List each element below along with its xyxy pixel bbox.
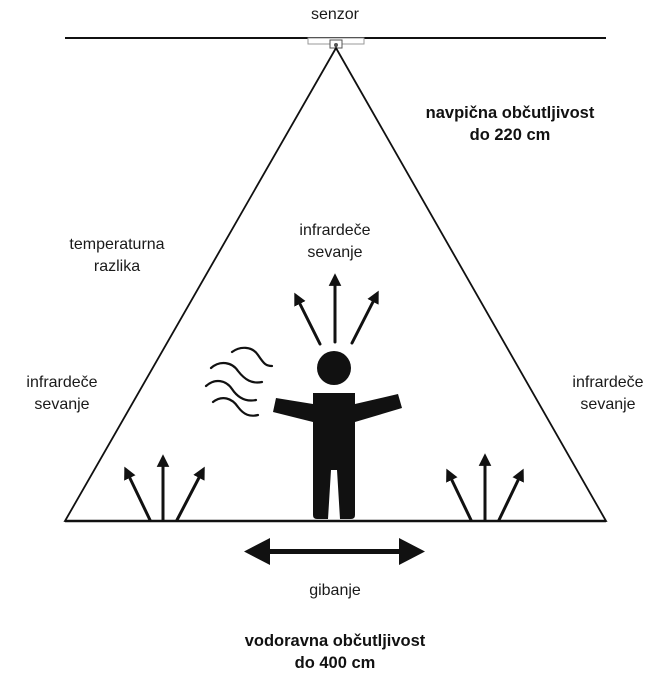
person-icon bbox=[273, 351, 402, 519]
ir-arrows-top bbox=[294, 273, 379, 346]
ir-arrow bbox=[350, 290, 379, 345]
heat-waves-icon bbox=[204, 346, 274, 417]
infrared-left-label: infrardeče sevanje bbox=[26, 374, 98, 413]
motion-sensor-icon bbox=[307, 37, 365, 49]
ir-arrows-right bbox=[446, 453, 524, 522]
ir-arrow bbox=[446, 468, 473, 522]
double-arrow-icon bbox=[244, 538, 425, 565]
sensor-label: senzor bbox=[310, 6, 360, 23]
ir-arrow bbox=[497, 468, 524, 522]
horizontal-sensitivity-label: vodoravna občutljivost do 400 cm bbox=[244, 632, 426, 672]
temperature-difference-label: temperaturna razlika bbox=[69, 236, 165, 275]
infrared-right-label: infrardeče sevanje bbox=[572, 374, 644, 413]
ir-arrow bbox=[294, 292, 322, 346]
movement-label: gibanje bbox=[309, 582, 361, 599]
vertical-sensitivity-label: navpična občutljivost do 220 cm bbox=[425, 104, 595, 144]
ir-arrow bbox=[175, 466, 205, 522]
ir-arrow bbox=[124, 466, 152, 522]
infrared-top-label: infrardeče sevanje bbox=[299, 222, 371, 261]
ir-arrows-left bbox=[124, 454, 205, 522]
